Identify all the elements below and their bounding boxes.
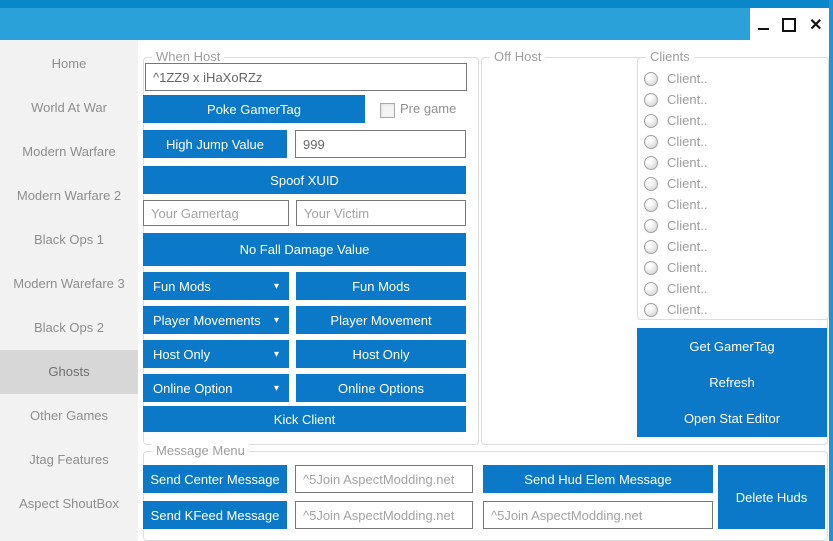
chevron-down-icon: ▾	[273, 280, 279, 292]
client-radio-row[interactable]: Client..	[644, 236, 822, 257]
window-right-accent	[829, 0, 833, 541]
client-label: Client..	[667, 176, 708, 191]
sidebar-item-other-games[interactable]: Other Games	[29, 408, 109, 423]
close-icon[interactable]: ✕	[809, 17, 823, 34]
delete-huds-button[interactable]: Delete Huds	[718, 465, 825, 529]
off-host-title: Off Host	[490, 49, 546, 64]
window-controls: ✕	[750, 8, 829, 42]
client-radio-row[interactable]: Client..	[644, 110, 822, 131]
center-message-input[interactable]	[295, 465, 473, 493]
client-label: Client..	[667, 281, 708, 296]
radio-icon[interactable]	[644, 113, 658, 128]
player-movements-dropdown[interactable]: Player Movements ▾	[143, 306, 289, 334]
online-options-button[interactable]: Online Options	[296, 374, 466, 402]
radio-icon[interactable]	[644, 197, 658, 212]
maximize-icon[interactable]	[778, 14, 800, 36]
hud-message-input[interactable]	[483, 501, 713, 529]
client-list: Client.. Client.. Client.. Client.. Clie…	[644, 68, 822, 320]
sidebar-item-jtag-features[interactable]: Jtag Features	[29, 452, 109, 467]
no-fall-damage-button[interactable]: No Fall Damage Value	[143, 233, 466, 266]
message-menu-title: Message Menu	[152, 443, 249, 458]
client-radio-row[interactable]: Client..	[644, 152, 822, 173]
client-radio-row[interactable]: Client..	[644, 278, 822, 299]
client-radio-row[interactable]: Client..	[644, 68, 822, 89]
your-gamertag-input[interactable]	[143, 200, 289, 226]
client-radio-row[interactable]: Client..	[644, 89, 822, 110]
send-hud-elem-message-button[interactable]: Send Hud Elem Message	[483, 465, 713, 493]
fun-mods-dropdown-label: Fun Mods	[153, 278, 211, 294]
client-radio-row[interactable]: Client..	[644, 299, 822, 320]
radio-icon[interactable]	[644, 281, 658, 296]
get-gamertag-button[interactable]: Get GamerTag	[637, 328, 827, 364]
radio-icon[interactable]	[644, 92, 658, 107]
sidebar-item-black-ops-1[interactable]: Black Ops 1	[33, 232, 105, 247]
when-host-title: When Host	[152, 49, 225, 64]
radio-icon[interactable]	[644, 260, 658, 275]
radio-icon[interactable]	[644, 134, 658, 149]
sidebar-item-ghosts[interactable]: Ghosts	[0, 350, 138, 394]
client-label: Client..	[667, 113, 708, 128]
client-label: Client..	[667, 260, 708, 275]
host-only-dropdown[interactable]: Host Only ▾	[143, 340, 289, 368]
spoof-xuid-button[interactable]: Spoof XUID	[143, 166, 466, 194]
client-radio-row[interactable]: Client..	[644, 131, 822, 152]
poke-gamertag-button[interactable]: Poke GamerTag	[143, 95, 365, 123]
kfeed-message-input[interactable]	[295, 501, 473, 529]
radio-icon[interactable]	[644, 218, 658, 233]
client-radio-row[interactable]: Client..	[644, 257, 822, 278]
player-movement-button[interactable]: Player Movement	[296, 306, 466, 334]
client-label: Client..	[667, 92, 708, 107]
high-jump-button[interactable]: High Jump Value	[143, 130, 287, 158]
high-jump-value-input[interactable]	[295, 130, 466, 158]
chevron-down-icon: ▾	[273, 314, 279, 326]
client-label: Client..	[667, 71, 708, 86]
host-gamertag-input[interactable]	[145, 63, 467, 91]
sidebar-item-modern-warefare-3[interactable]: Modern Warefare 3	[13, 276, 125, 291]
radio-icon[interactable]	[644, 155, 658, 170]
sidebar-item-black-ops-2[interactable]: Black Ops 2	[33, 320, 105, 335]
client-radio-row[interactable]: Client..	[644, 194, 822, 215]
send-center-message-button[interactable]: Send Center Message	[143, 465, 287, 493]
fun-mods-dropdown[interactable]: Fun Mods ▾	[143, 272, 289, 300]
sidebar-item-modern-warfare[interactable]: Modern Warfare	[22, 144, 116, 159]
client-radio-row[interactable]: Client..	[644, 215, 822, 236]
client-label: Client..	[667, 155, 708, 170]
clients-groupbox: Clients Client.. Client.. Client.. Clien…	[637, 49, 829, 320]
sidebar: Home World At War Modern Warfare Modern …	[0, 40, 138, 541]
radio-icon[interactable]	[644, 239, 658, 254]
client-actions-panel: Get GamerTag Refresh Open Stat Editor	[637, 328, 827, 437]
host-only-button[interactable]: Host Only	[296, 340, 466, 368]
fun-mods-button[interactable]: Fun Mods	[296, 272, 466, 300]
sidebar-item-world-at-war[interactable]: World At War	[31, 100, 107, 115]
client-label: Client..	[667, 302, 708, 317]
radio-icon[interactable]	[644, 176, 658, 191]
client-radio-row[interactable]: Client..	[644, 173, 822, 194]
client-label: Client..	[667, 218, 708, 233]
player-movements-dropdown-label: Player Movements	[153, 312, 261, 328]
window-top-accent	[0, 0, 833, 8]
pre-game-checkbox[interactable]	[380, 103, 395, 118]
sidebar-item-aspect-shoutbox[interactable]: Aspect ShoutBox	[19, 496, 119, 511]
chevron-down-icon: ▾	[273, 382, 279, 394]
online-option-dropdown-label: Online Option	[153, 380, 233, 396]
online-option-dropdown[interactable]: Online Option ▾	[143, 374, 289, 402]
open-stat-editor-button[interactable]: Open Stat Editor	[637, 401, 827, 437]
your-victim-input[interactable]	[296, 200, 466, 226]
refresh-button[interactable]: Refresh	[637, 364, 827, 400]
pre-game-label: Pre game	[400, 101, 457, 116]
send-kfeed-message-button[interactable]: Send KFeed Message	[143, 501, 287, 529]
radio-icon[interactable]	[644, 71, 658, 86]
clients-title: Clients	[646, 49, 694, 64]
kick-client-button[interactable]: Kick Client	[143, 406, 466, 432]
window-titlebar[interactable]	[0, 8, 833, 40]
minimize-icon[interactable]	[752, 14, 774, 36]
client-label: Client..	[667, 197, 708, 212]
host-only-dropdown-label: Host Only	[153, 346, 211, 362]
sidebar-item-home[interactable]: Home	[51, 56, 87, 71]
client-label: Client..	[667, 239, 708, 254]
client-label: Client..	[667, 134, 708, 149]
radio-icon[interactable]	[644, 302, 658, 317]
sidebar-item-modern-warfare-2[interactable]: Modern Warfare 2	[16, 188, 122, 203]
chevron-down-icon: ▾	[273, 348, 279, 360]
